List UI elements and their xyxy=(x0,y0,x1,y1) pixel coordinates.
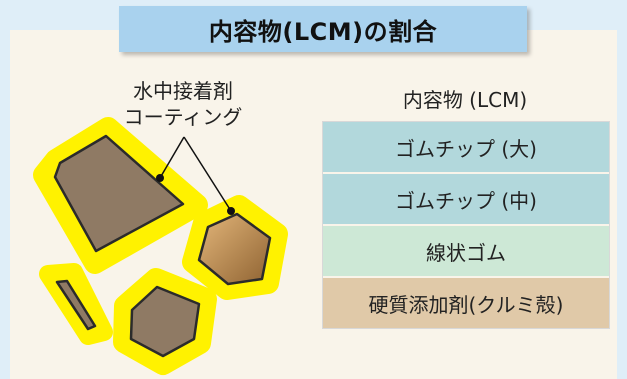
lcm-row-linear-rubber: 線状ゴム xyxy=(323,224,609,276)
large-particle xyxy=(33,117,208,274)
callout-line-2: コーティング xyxy=(123,105,243,129)
linear-rubber-particle xyxy=(39,263,113,345)
callout-line-right xyxy=(183,136,232,212)
callout-dot-right xyxy=(227,207,235,215)
callout-dot-left xyxy=(156,174,164,182)
lcm-row-medium-chip: ゴムチップ (中) xyxy=(323,172,609,224)
coating-callout-label: 水中接着剤 コーティング xyxy=(108,78,258,130)
medium-particle xyxy=(113,268,217,375)
lcm-row-walnut-shell: 硬質添加剤(クルミ殻) xyxy=(323,276,609,328)
page-title: 内容物(LCM)の割合 xyxy=(119,6,527,52)
lcm-table-header: 内容物 (LCM) xyxy=(402,88,528,112)
lcm-row-large-chip: ゴムチップ (大) xyxy=(323,122,609,172)
walnut-shell-particle xyxy=(182,195,288,300)
lcm-table: ゴムチップ (大) ゴムチップ (中) 線状ゴム 硬質添加剤(クルミ殻) xyxy=(322,121,610,329)
callout-line-left xyxy=(159,136,185,179)
callout-line-1: 水中接着剤 xyxy=(133,79,233,103)
